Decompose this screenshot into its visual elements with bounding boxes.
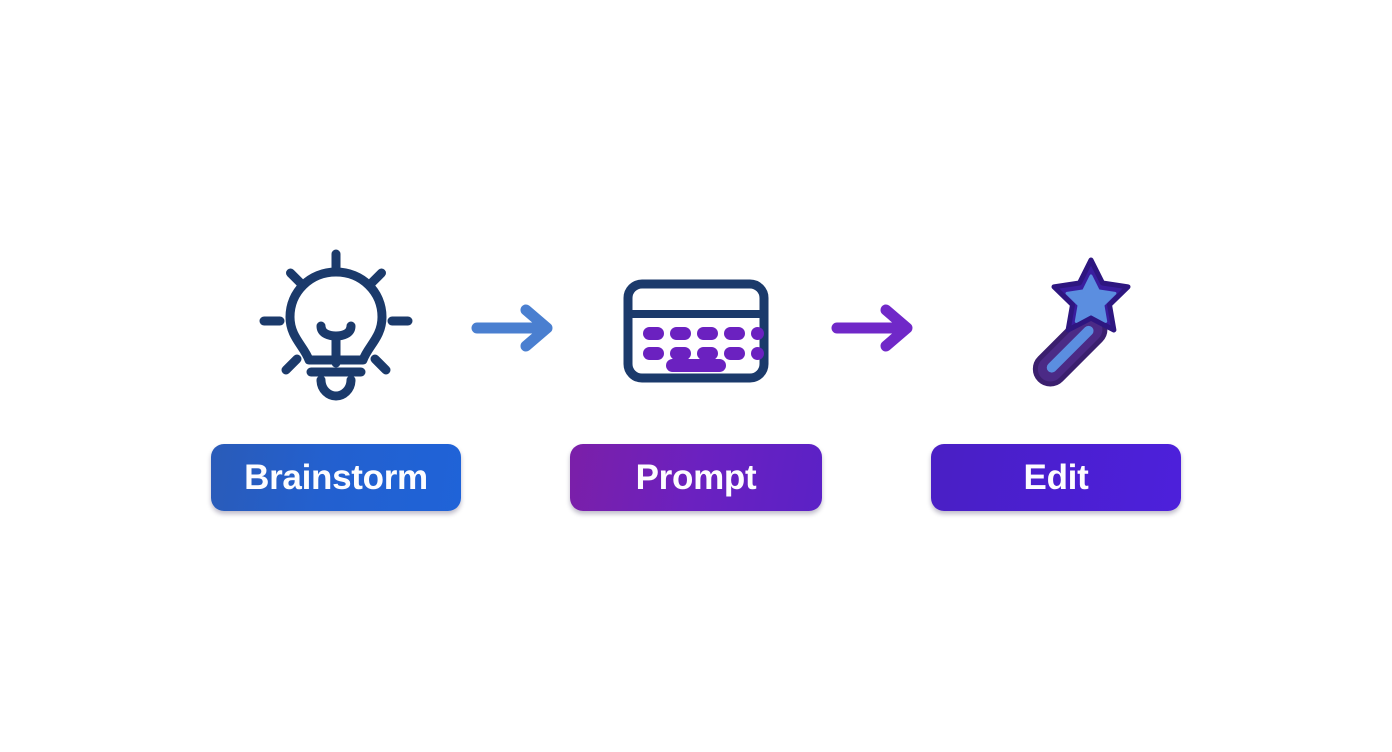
prompt-button-label: Prompt [635,457,757,497]
prompt-button[interactable]: Prompt [570,443,822,511]
lightbulb-icon [259,249,413,400]
prompt-icon-slot [610,242,782,414]
arrow-right-icon [831,304,913,351]
keyboard-icon [623,279,769,382]
magic-wand-icon [1032,257,1131,387]
edit-icon-slot [970,242,1142,414]
edit-button[interactable]: Edit [931,443,1181,511]
stage-edit[interactable]: Edit [930,242,1182,511]
brainstorm-button[interactable]: Brainstorm [211,443,461,511]
arrow-brainstorm-to-prompt-slot [462,242,570,414]
stage-brainstorm[interactable]: Brainstorm [210,242,462,511]
stage-prompt[interactable]: Prompt [570,242,822,511]
arrow-right-icon [471,304,553,351]
brainstorm-icon-slot [250,242,422,414]
edit-button-label: Edit [1023,457,1089,497]
arrow-prompt-to-edit-slot [822,242,930,414]
brainstorm-button-label: Brainstorm [244,457,428,497]
